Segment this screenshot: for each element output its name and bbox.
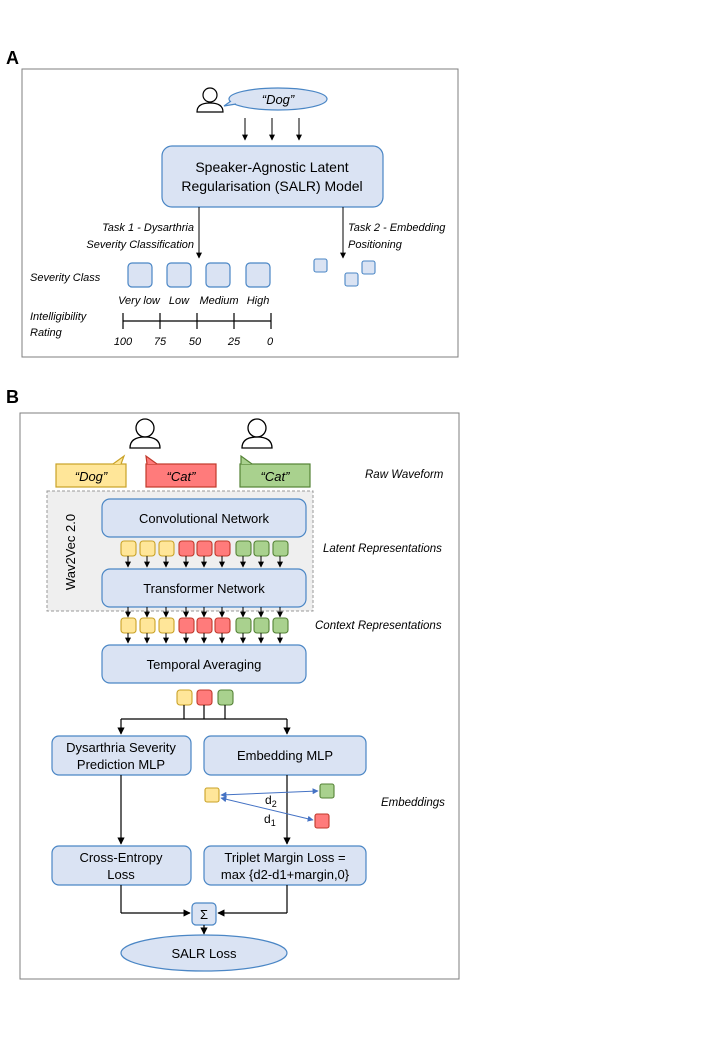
word-label-dog <box>55 463 127 488</box>
model-title-line2: Regularisation (SALR) Model <box>181 178 362 194</box>
d1-label: d1 <box>264 812 276 828</box>
severity-box-medium <box>205 262 231 288</box>
averaged-tokens <box>176 689 234 706</box>
wav2vec-label: Wav2Vec 2.0 <box>63 514 78 590</box>
embedding-point <box>361 260 376 275</box>
task2-label-line2: Positioning <box>348 239 403 251</box>
dysarthria-mlp-line2: Prediction MLP <box>77 757 165 772</box>
word-cat-red: “Cat” <box>167 469 197 484</box>
class-label-very-low: Very low <box>118 295 161 307</box>
dysarthria-mlp-line1: Dysarthria Severity <box>66 740 176 755</box>
latent-arrows <box>125 556 283 568</box>
panel-a-frame <box>21 68 459 358</box>
convolutional-network-label: Convolutional Network <box>139 511 270 526</box>
triplet-loss-line1: Triplet Margin Loss = <box>224 850 345 865</box>
word-tail <box>145 454 158 465</box>
intelligibility-axis <box>122 313 272 329</box>
model-title-line1: Speaker-Agnostic Latent <box>195 159 348 175</box>
word-cat-green: “Cat” <box>261 469 291 484</box>
speech-bubble <box>228 87 328 111</box>
severity-class-label: Severity Class <box>30 272 101 284</box>
salr-loss-ellipse <box>120 934 288 972</box>
cross-entropy-line2: Loss <box>107 867 135 882</box>
word-label-cat-green <box>239 463 311 488</box>
intelligibility-label-line1: Intelligibility <box>30 311 88 323</box>
speech-bubble-tail <box>223 100 237 107</box>
context-representations-label: Context Representations <box>315 620 442 632</box>
panel-b-label: B <box>6 387 19 407</box>
d1-distance <box>220 796 314 822</box>
embedding-mlp-box <box>203 735 367 776</box>
word-tail <box>112 454 126 465</box>
task2-label-line1: Task 2 - Embedding <box>348 222 446 234</box>
embedding-mlp-label: Embedding MLP <box>237 748 333 763</box>
salr-model-box <box>161 145 384 208</box>
class-label-low: Low <box>169 295 190 307</box>
convolutional-network-box <box>101 498 307 538</box>
panel-a-label: A <box>6 48 19 68</box>
embeddings-label: Embeddings <box>381 797 445 809</box>
class-label-high: High <box>247 295 270 307</box>
task1-label-line1: Task 1 - Dysarthria <box>102 222 194 234</box>
input-arrows <box>242 118 302 141</box>
task1-label-line2: Severity Classification <box>86 239 194 251</box>
raw-waveform-label: Raw Waveform <box>365 469 444 481</box>
salr-loss-label: SALR Loss <box>171 946 237 961</box>
latent-representations-label: Latent Representations <box>323 543 442 555</box>
latent-tokens <box>120 540 289 557</box>
sum-connector <box>120 885 288 917</box>
speaker-icon <box>196 87 224 113</box>
rating-25: 25 <box>227 336 241 348</box>
context-arrows-out <box>125 633 283 644</box>
d2-distance <box>220 788 319 798</box>
embedding-point <box>313 258 328 273</box>
severity-box-low <box>166 262 192 288</box>
d2-label: d2 <box>265 793 277 809</box>
class-label-medium: Medium <box>199 295 238 307</box>
negative-embedding <box>314 813 330 829</box>
triplet-loss-box <box>203 845 367 886</box>
speaker-icon <box>129 418 161 449</box>
positive-embedding <box>319 783 335 799</box>
temporal-averaging-label: Temporal Averaging <box>147 657 262 672</box>
anchor-embedding <box>204 787 220 803</box>
merge-connector <box>117 705 291 735</box>
panel-b-frame <box>19 412 460 980</box>
rating-75: 75 <box>154 336 167 348</box>
context-arrows-in <box>125 607 283 618</box>
sum-symbol: Σ <box>200 907 208 922</box>
rating-50: 50 <box>189 336 202 348</box>
word-tail <box>240 454 253 465</box>
intelligibility-label-line2: Rating <box>30 327 63 339</box>
word-label-cat-red <box>145 463 217 488</box>
triplet-loss-line2: max {d2-d1+margin,0} <box>221 867 350 882</box>
word-dog: “Dog” <box>75 469 108 484</box>
embedding-point <box>344 272 359 287</box>
rating-100: 100 <box>114 336 133 348</box>
speaker-icon <box>241 418 273 449</box>
severity-box-very-low <box>127 262 153 288</box>
severity-box-high <box>245 262 271 288</box>
rating-0: 0 <box>267 336 274 348</box>
temporal-averaging-box <box>101 644 307 684</box>
speech-word: “Dog” <box>262 92 295 107</box>
context-tokens <box>120 617 289 634</box>
cross-entropy-line1: Cross-Entropy <box>79 850 163 865</box>
transformer-network-label: Transformer Network <box>143 581 265 596</box>
